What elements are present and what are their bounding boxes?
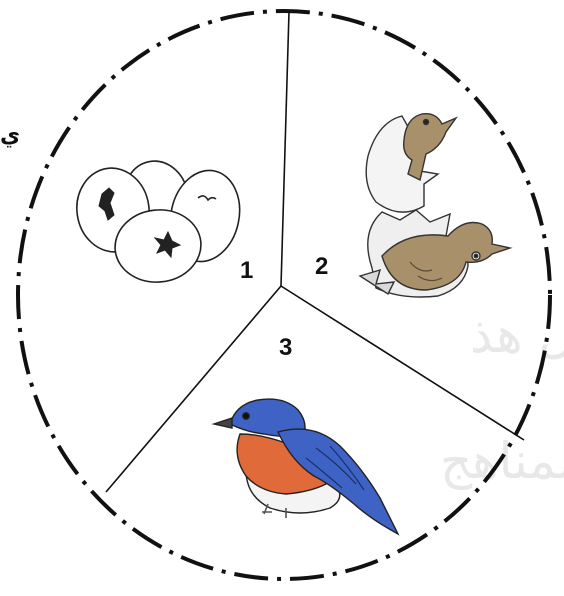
stage-number-2: 2	[315, 253, 328, 280]
edge-text: ي	[0, 123, 20, 148]
eggs-hatching-icon	[72, 156, 248, 286]
stage-number-3: 3	[279, 334, 292, 361]
hatchlings-icon	[360, 114, 510, 297]
stage-number-1: 1	[240, 257, 253, 284]
watermark-line-2: قع المناهج	[440, 432, 564, 491]
bluebird-icon	[214, 399, 398, 534]
divider-top	[281, 12, 289, 286]
